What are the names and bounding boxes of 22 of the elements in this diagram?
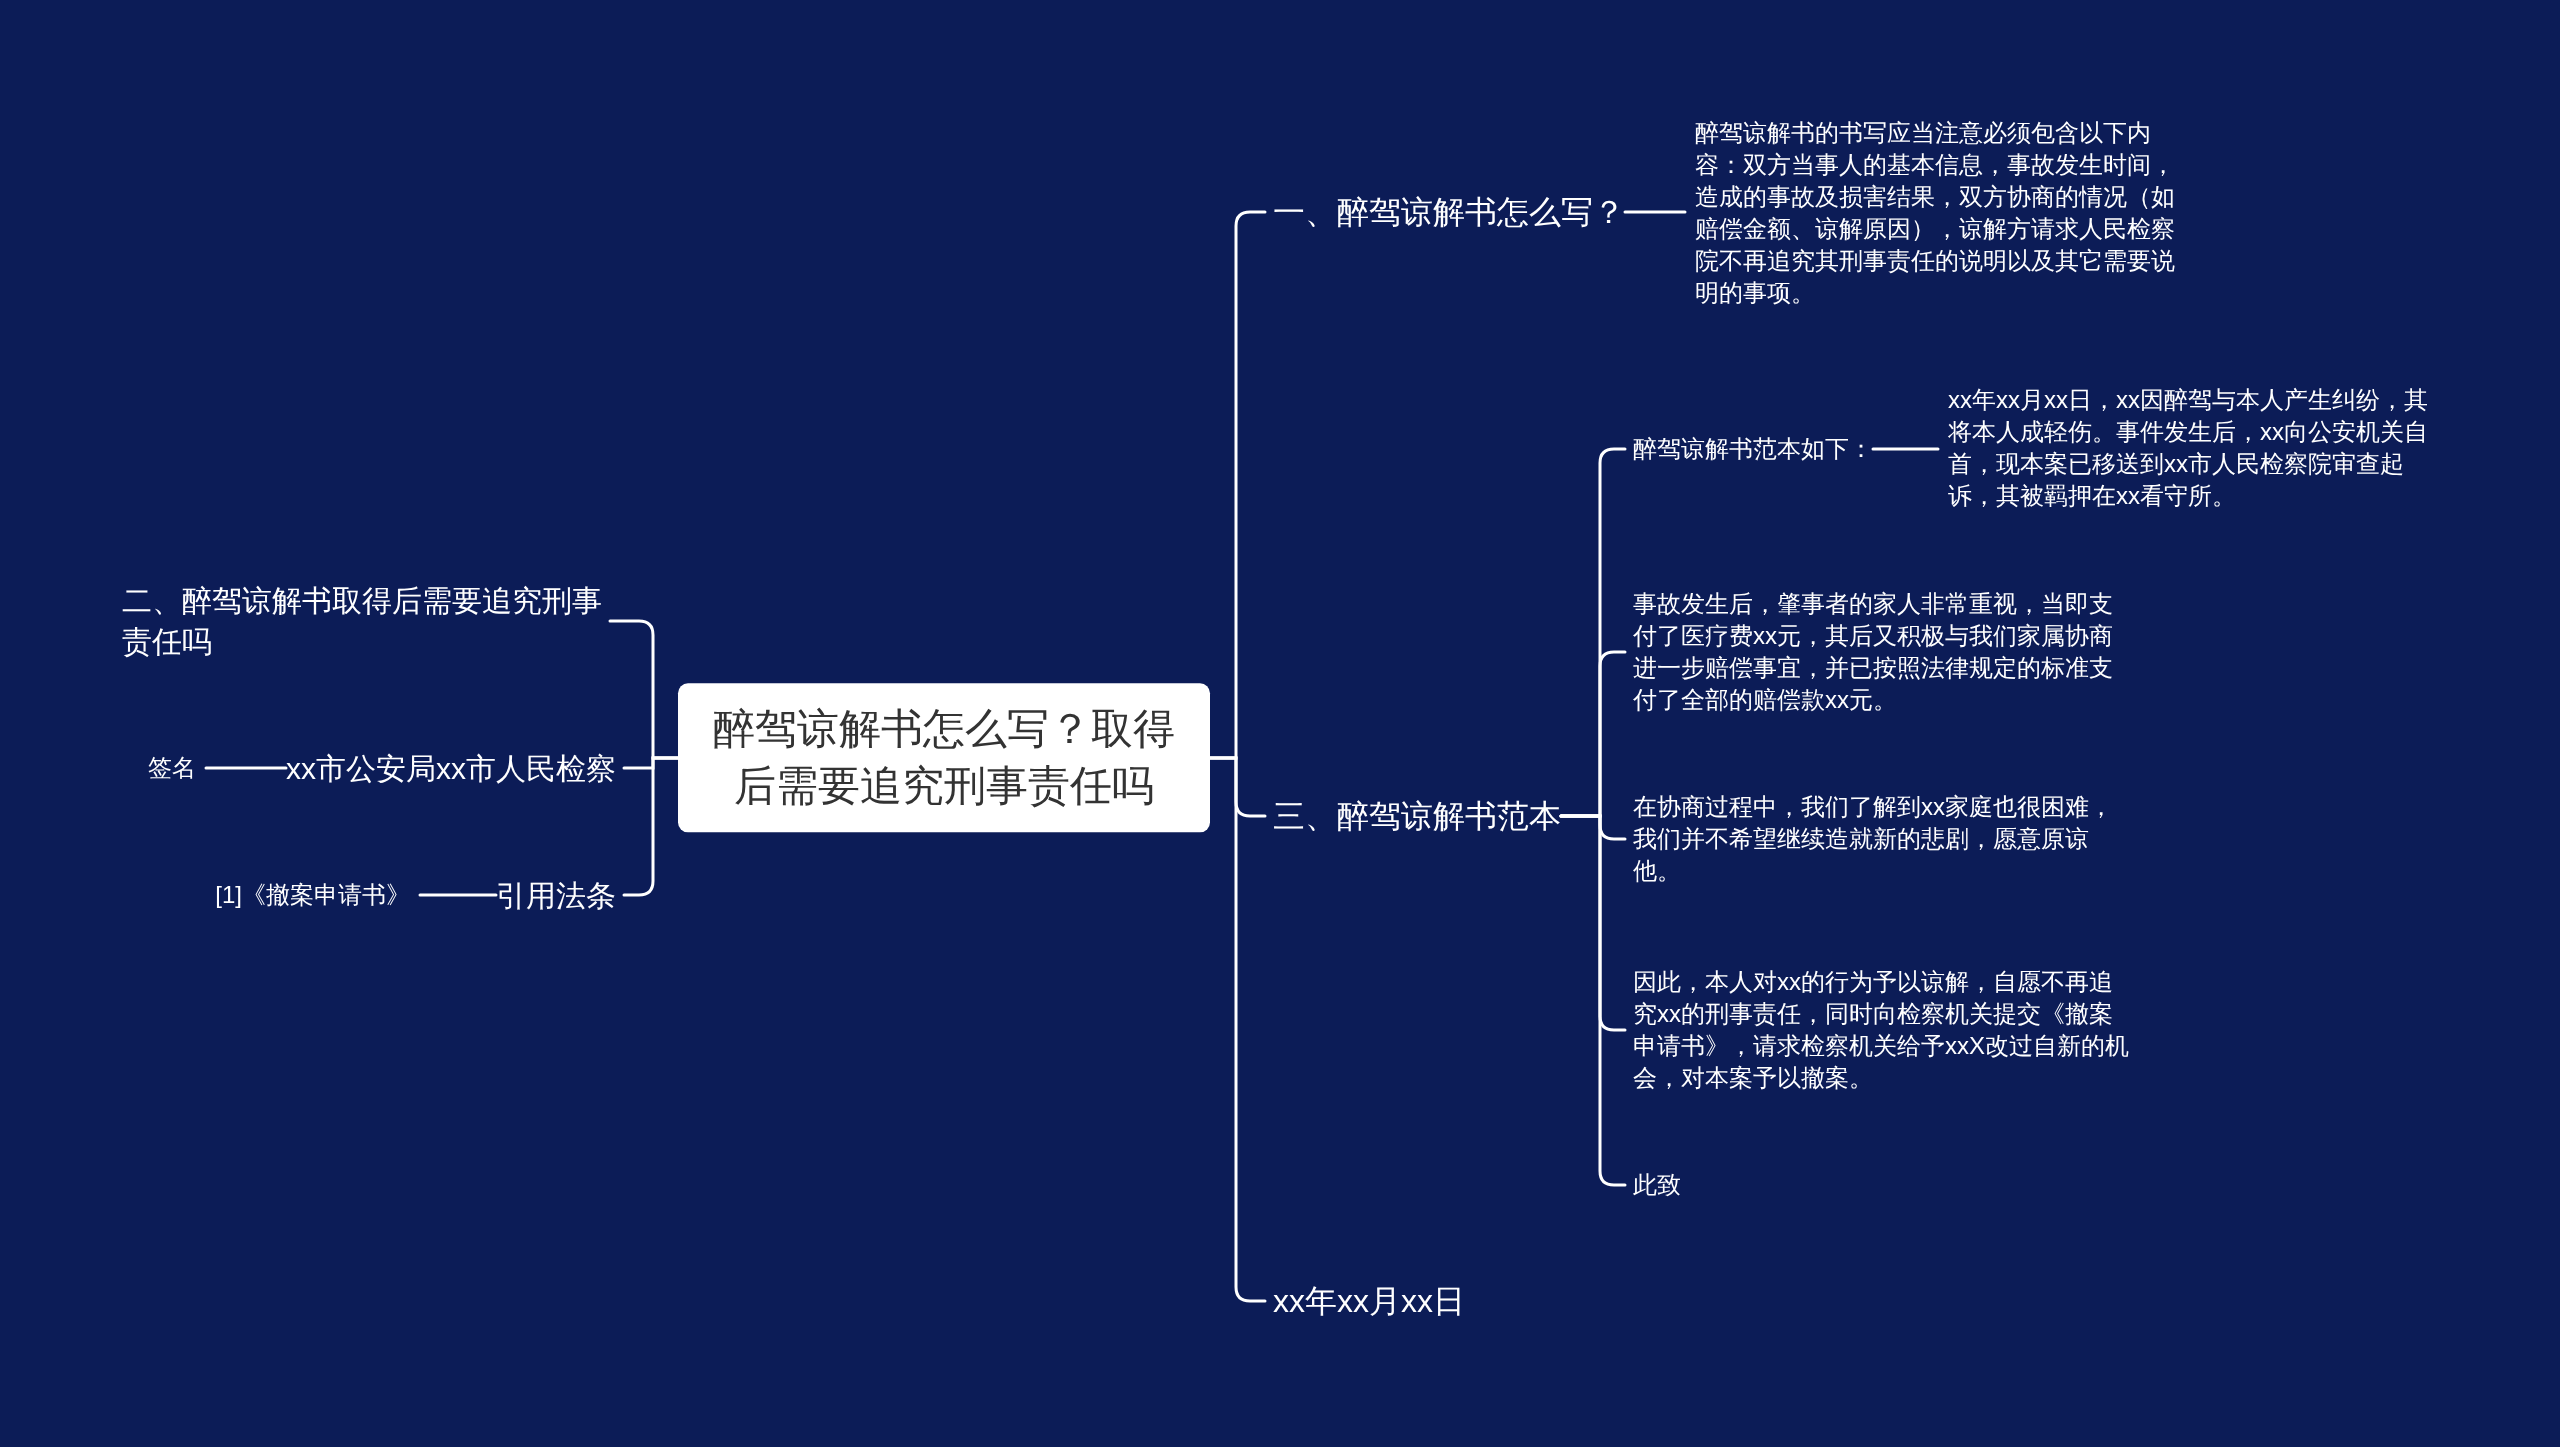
leaf-note: 签名	[148, 750, 196, 786]
connector-line	[622, 756, 680, 897]
branch-topic: 引用法条	[496, 872, 616, 918]
subtopic: 事故发生后，肇事者的家人非常重视，当即支付了医疗费xx元，其后又积极与我们家属协商进一步赔偿事宜，并已按照法律规定的标准支付了全部的赔偿款xx元。	[1633, 588, 2133, 716]
leaf-note: 醉驾谅解书的书写应当注意必须包含以下内容：双方当事人的基本信息，事故发生时间，造成的事故及损害结果，双方协商的情况（如赔偿金额、谅解原因），谅解方请求人民检察院不再追究其刑事责任的说明以及其它需要说明的事项。	[1695, 117, 2195, 309]
connector-line	[1208, 756, 1267, 1303]
connector-line	[204, 766, 288, 770]
connector-line	[1871, 447, 1940, 451]
branch-topic: 一、醉驾谅解书怎么写？	[1273, 188, 1625, 236]
root-topic-box: 醉驾谅解书怎么写？取得后需要追究刑事责任吗	[678, 683, 1210, 833]
subtopic: 醉驾谅解书范本如下：	[1633, 431, 1873, 467]
branch-topic: 三、醉驾谅解书范本	[1273, 792, 1561, 840]
connector-line	[1623, 210, 1687, 214]
branch-topic: xx年xx月xx日	[1273, 1277, 1465, 1325]
leaf-note: [1]《撤案申请书》	[215, 877, 410, 913]
connector-line	[418, 893, 498, 897]
subtopic: 在协商过程中，我们了解到xx家庭也很困难，我们并不希望继续造就新的悲剧，愿意原谅他。	[1633, 791, 2133, 887]
branch-topic: xx市公安局xx市人民检察	[286, 745, 616, 791]
subtopic: 因此，本人对xx的行为予以谅解，自愿不再追究xx的刑事责任，同时向检察机关提交《撤案申请书》，请求检察机关给予xxX改过自新的机会，对本案予以撤案。	[1633, 966, 2133, 1094]
leaf-note: xx年xx月xx日，xx因醉驾与本人产生纠纷，其将本人成轻伤。事件发生后，xx向公安机关自首，现本案已移送到xx市人民检察院审查起诉，其被羁押在xx看守所。	[1948, 384, 2428, 512]
subtopic: 此致	[1633, 1167, 1681, 1203]
branch-topic: 二、醉驾谅解书取得后需要追究刑事责任吗	[122, 580, 602, 662]
